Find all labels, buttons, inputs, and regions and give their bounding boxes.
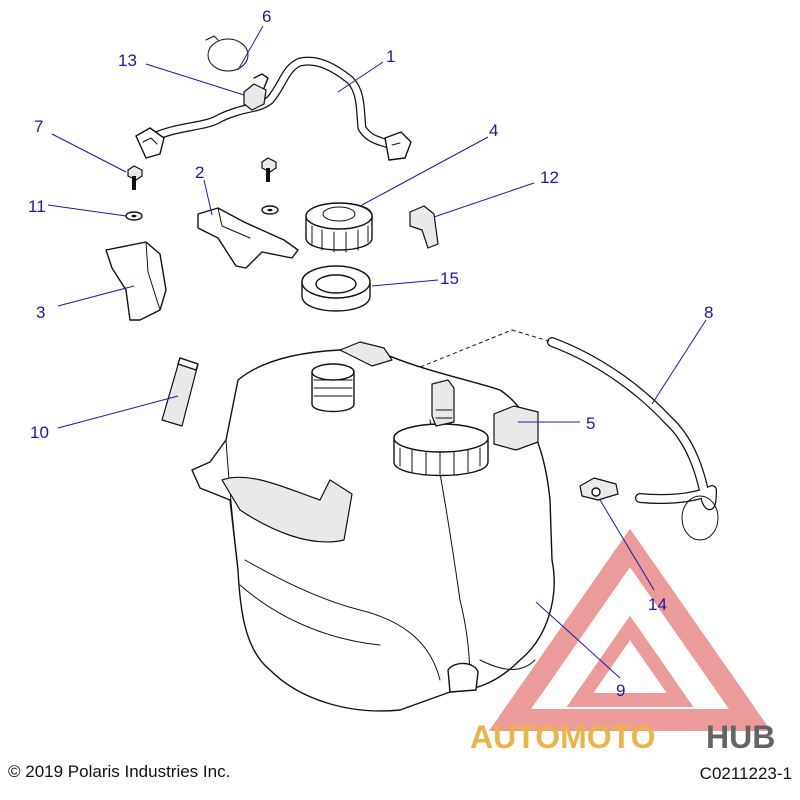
callout-4: 4 <box>489 121 498 140</box>
callout-10: 10 <box>30 423 49 442</box>
part-fuel-tank <box>191 341 555 712</box>
drawing-number: C0211223-1 <box>699 764 792 783</box>
part-bracket-upper <box>197 207 299 269</box>
callout-14: 14 <box>648 595 667 614</box>
part-fuel-cap <box>305 202 373 253</box>
part-valve <box>243 73 269 111</box>
callout-2: 2 <box>195 163 204 182</box>
callout-7: 7 <box>34 117 43 136</box>
callout-9: 9 <box>616 681 625 700</box>
callout-15: 15 <box>440 269 459 288</box>
part-hose <box>387 329 719 541</box>
callouts: 1 2 3 4 5 6 7 8 9 10 11 12 13 14 15 <box>28 7 713 700</box>
callout-11: 11 <box>28 197 46 216</box>
part-fitting <box>579 477 619 501</box>
callout-5: 5 <box>586 414 595 433</box>
part-bracket-side <box>105 241 167 321</box>
copyright-notice: © 2019 Polaris Industries Inc. <box>8 762 231 781</box>
callout-8: 8 <box>704 303 713 322</box>
callout-3: 3 <box>36 303 45 322</box>
watermark-brand-part1: AUTOMOTO <box>470 719 655 755</box>
part-block <box>493 405 539 451</box>
part-washers <box>125 205 279 221</box>
part-vent-hose <box>135 56 412 161</box>
leader-lines <box>47 25 707 679</box>
callout-6: 6 <box>262 7 271 26</box>
part-clamp <box>205 35 249 72</box>
callout-13: 13 <box>118 51 137 70</box>
part-foam-pad <box>161 357 199 427</box>
part-clip <box>409 205 439 249</box>
part-bolts <box>127 157 277 190</box>
callout-1: 1 <box>386 47 395 66</box>
watermark-brand-part2: HUB <box>706 719 775 755</box>
part-seal-ring <box>301 265 371 312</box>
callout-12: 12 <box>540 168 559 187</box>
